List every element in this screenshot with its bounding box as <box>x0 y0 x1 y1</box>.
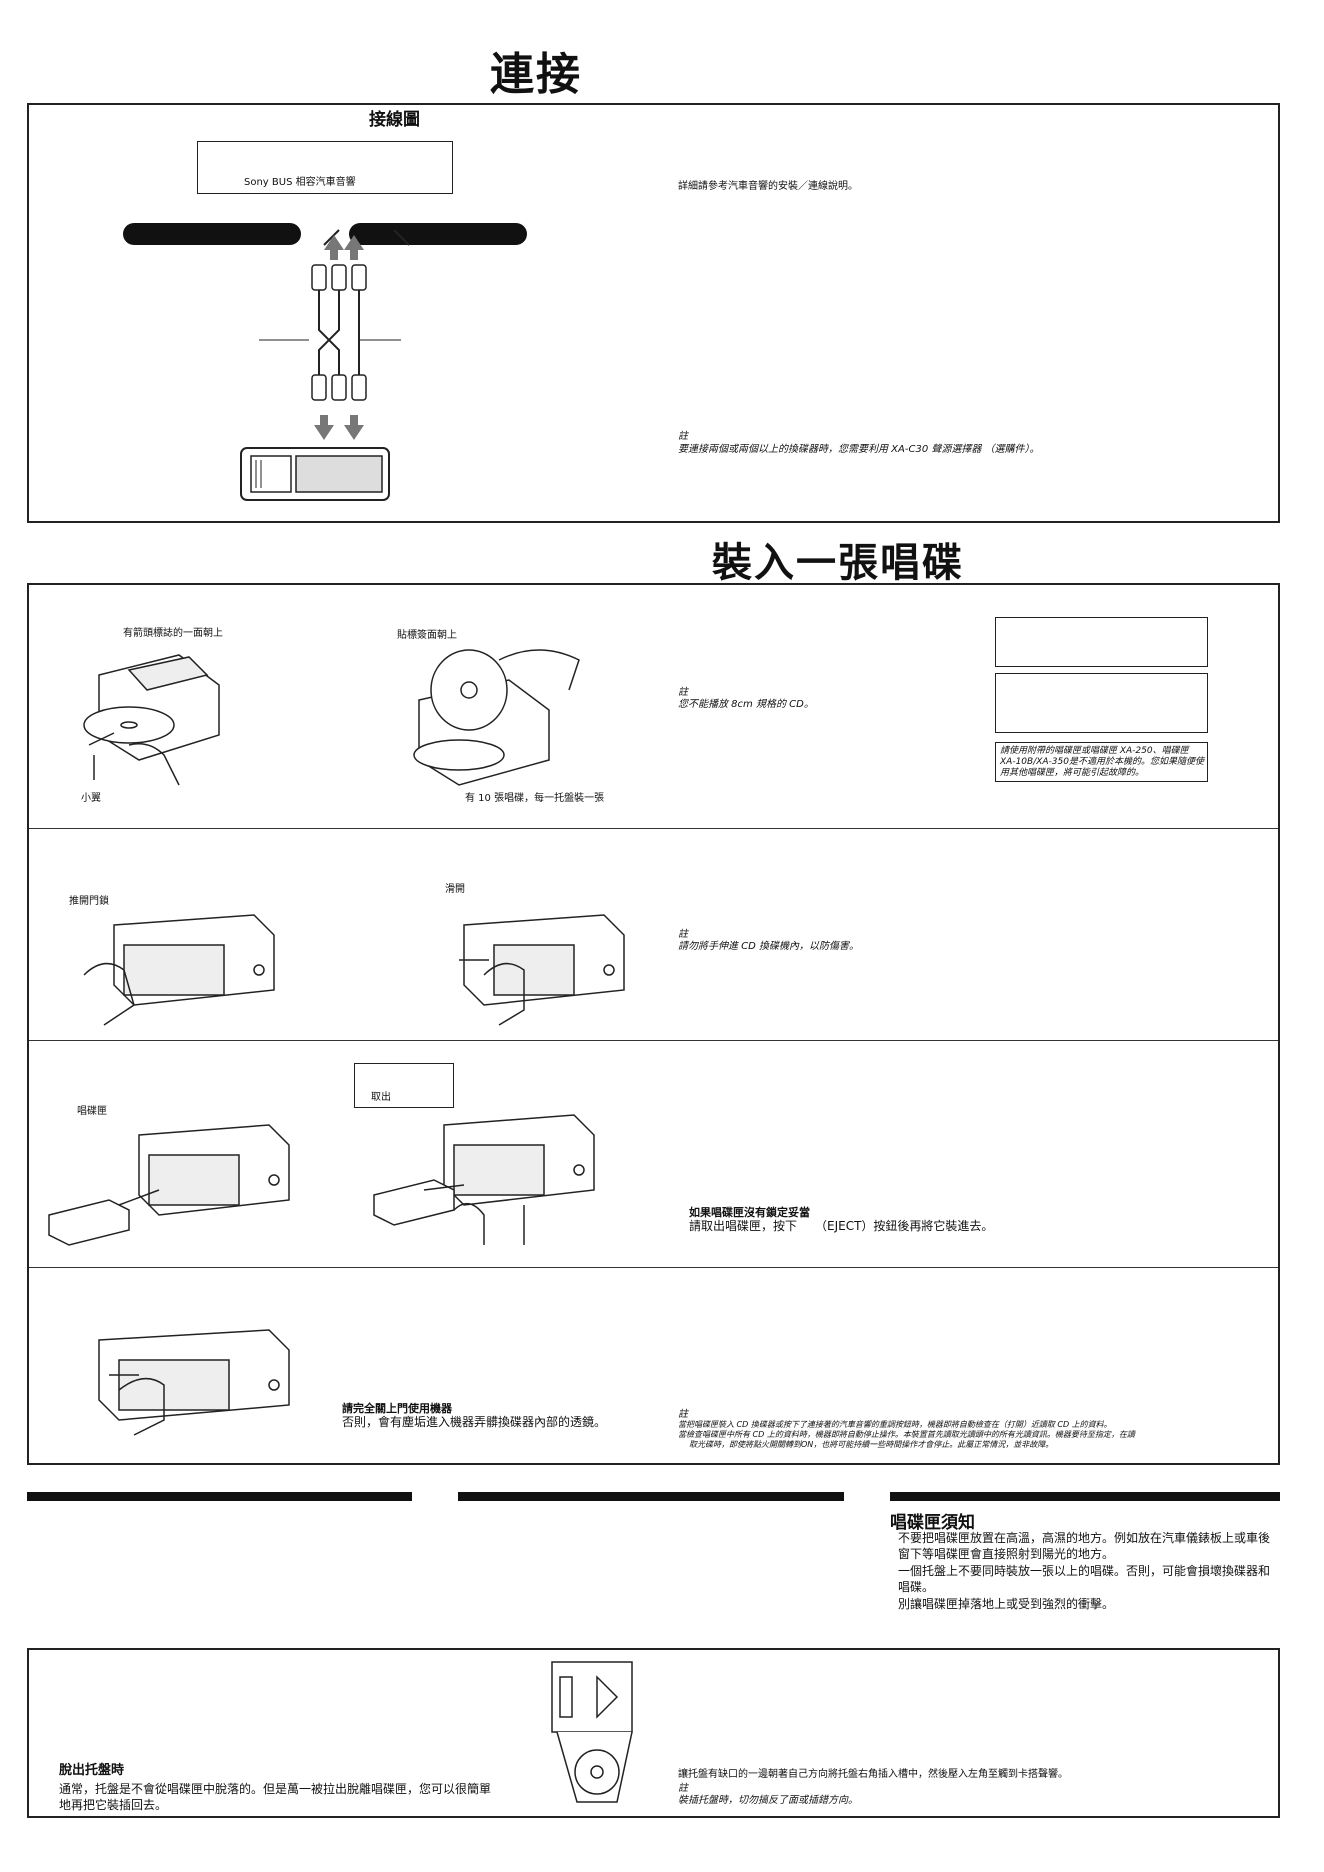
section-bar-right <box>890 1492 1280 1501</box>
eject-label-box: 取出 <box>354 1063 454 1108</box>
car-audio-unit-label: Sony BUS 相容汽車音響 <box>244 177 356 188</box>
step4-note-line3: 取光碟時，即使將點火開關轉到ON，也將可能持續一些時間操作才會停止。此屬正常情況… <box>689 1440 1054 1449</box>
warning-box: 請使用附帶的唱碟匣或唱碟匣 XA-250、唱碟匣 XA-10B/XA-350是不… <box>995 742 1208 782</box>
warning-text: 請使用附帶的唱碟匣或唱碟匣 XA-250、唱碟匣 XA-10B/XA-350是不… <box>1000 746 1204 778</box>
changer-door-slide-illustration <box>459 914 625 1026</box>
tray-insert-text: 讓托盤有缺口的一邊朝著自己方向將托盤右角插入槽中，然後壓入左角至觸到卡搭聲響。 <box>678 1769 1068 1780</box>
step4-note-line2: 當檢查唱碟匣中所有 CD 上的資料時，機器即將自動停止操作。本裝置首先讀取光讀頭… <box>678 1430 1135 1439</box>
step2-note-label: 註 <box>678 929 688 940</box>
tray-panel: 脫出托盤時 通常，托盤是不會從唱碟匣中脫落的。但是萬一被拉出脫離唱碟匣，您可以很… <box>27 1648 1280 1818</box>
step2-note-text: 請勿將手伸進 CD 換碟機內，以防傷害。 <box>678 941 860 952</box>
step2-label-push: 推開門鎖 <box>69 896 109 907</box>
divider-step3 <box>29 1267 1278 1268</box>
step2-label-slide: 滑開 <box>445 884 465 895</box>
magazine-note-line3: 一個托盤上不要同時裝放一張以上的唱碟。否則，可能會損壞換碟器和 <box>898 1564 1271 1578</box>
step1-note-text: 您不能播放 8cm 規格的 CD。 <box>678 699 814 710</box>
info-box-1 <box>995 617 1208 667</box>
magazine-note-line1: 不要把唱碟匣放置在高溫，高濕的地方。例如放在汽車儀錶板上或車後 <box>898 1531 1271 1545</box>
magazine-note-line4: 唱碟。 <box>898 1580 935 1594</box>
step1-label-arrow-side: 有箭頭標誌的一面朝上 <box>123 628 223 639</box>
loading-panel: 有箭頭標誌的一面朝上 貼標簽面朝上 小翼 有 10 張唱碟，每一托盤裝一張 註 … <box>27 583 1280 1465</box>
right-label-bar <box>349 223 527 245</box>
step1-note-label: 註 <box>678 687 688 698</box>
car-audio-unit: Sony BUS 相容汽車音響 <box>197 141 453 194</box>
step4-note-line1: 當把唱碟匣裝入 CD 換碟器或按下了連接著的汽車音響的重調按鈕時，機器即將自動檢… <box>678 1420 1112 1429</box>
tray-title: 脫出托盤時 <box>59 1763 125 1778</box>
magazine-disc-insert-illustration <box>413 649 580 786</box>
cable-diagram <box>259 229 410 440</box>
tray-text-line2: 地再把它裝插回去。 <box>59 1798 168 1812</box>
cd-changer-unit <box>240 447 390 501</box>
divider-step1 <box>29 828 1278 829</box>
step4-note-label: 註 <box>678 1409 688 1420</box>
connection-note-text: 要連接兩個或兩個以上的換碟器時，您需要利用 XA-C30 聲源選擇器 （選購件）… <box>678 444 1040 455</box>
tray-text-line1: 通常，托盤是不會從唱碟匣中脫落的。但是萬一被拉出脫離唱碟匣，您可以很簡單 <box>59 1782 492 1796</box>
step3-warn-title: 如果唱碟匣沒有鎖定妥當 <box>689 1206 810 1219</box>
section-bar-middle <box>458 1492 844 1501</box>
magazine-notes-title: 唱碟匣須知 <box>890 1513 975 1533</box>
changer-door-close-illustration <box>98 1329 290 1436</box>
tray-note-text: 裝插托盤時，切勿搞反了面或插錯方向。 <box>678 1795 858 1806</box>
diagram-title: 接線圖 <box>369 110 420 130</box>
step4-close-title: 請完全關上門使用機器 <box>342 1402 452 1415</box>
left-label-bar <box>123 223 301 245</box>
connection-detail-text: 詳細請參考汽車音響的安裝／連線說明。 <box>678 181 858 192</box>
connection-panel: 接線圖 Sony BUS 相容汽車音響 <box>27 103 1280 523</box>
tray-insert-illustration <box>551 1661 633 1803</box>
magazine-note-line5: 別讓唱碟匣掉落地上或受到強烈的衝擊。 <box>898 1597 1115 1611</box>
magazine-disc-illustration <box>83 654 220 786</box>
step4-close-text: 否則，會有塵垢進入機器弄髒換碟器內部的透鏡。 <box>342 1415 607 1429</box>
loading-title: 裝入一張唱碟 <box>712 540 964 586</box>
step3-label-eject: 取出 <box>371 1092 391 1103</box>
changer-door-push-illustration <box>83 914 275 1026</box>
step3-label-magazine: 唱碟匣 <box>77 1106 107 1117</box>
connection-title: 連接 <box>490 49 582 100</box>
step1-label-capacity: 有 10 張唱碟，每一托盤裝一張 <box>465 793 605 804</box>
connection-note-label: 註 <box>678 431 688 442</box>
magazine-insert-illustration <box>48 1124 290 1246</box>
step1-label-sticker: 貼標簽面朝上 <box>397 630 457 641</box>
magazine-eject-illustration <box>373 1114 595 1245</box>
section-bar-left <box>27 1492 412 1501</box>
step1-label-tab: 小翼 <box>81 793 101 804</box>
divider-step2 <box>29 1040 1278 1041</box>
magazine-note-line2: 窗下等唱碟匣會直接照射到陽光的地方。 <box>898 1547 1115 1561</box>
step3-warn-text: 請取出唱碟匣，按下 （EJECT）按鈕後再將它裝進去。 <box>689 1219 994 1233</box>
info-box-2 <box>995 673 1208 733</box>
tray-note-label: 註 <box>678 1783 688 1794</box>
